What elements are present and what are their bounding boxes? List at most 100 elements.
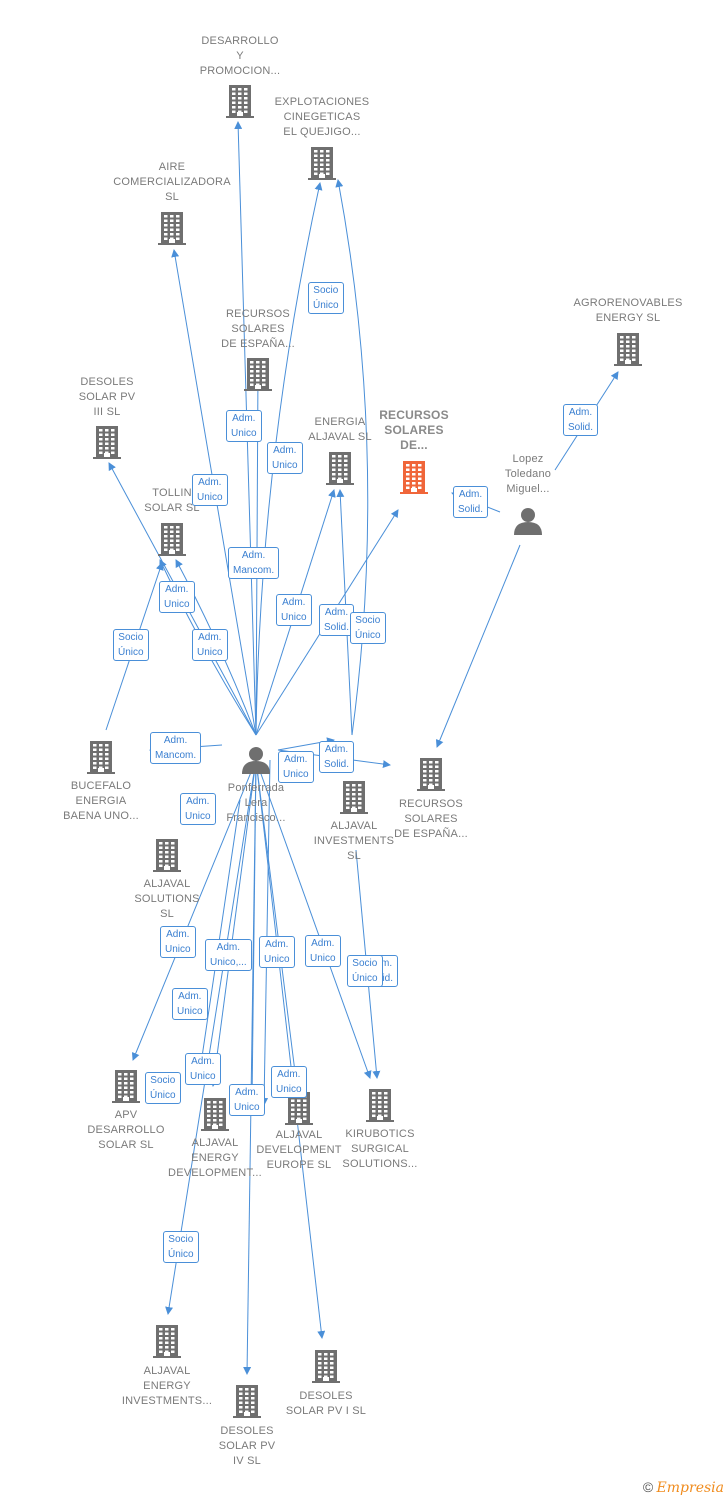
node-desarrollo[interactable]: DESARROLLO Y PROMOCION... <box>170 34 310 79</box>
building-icon[interactable] <box>285 1092 313 1125</box>
brand-logo: Empresia <box>656 1480 724 1496</box>
building-icon[interactable] <box>233 1385 261 1418</box>
node-apv[interactable]: APV DESARROLLO SOLAR SL <box>56 1108 196 1153</box>
node-label: KIRUBOTICS SURGICAL SOLUTIONS... <box>342 1128 418 1170</box>
node-agrorenovables[interactable]: AGRORENOVABLES ENERGY SL <box>558 296 698 326</box>
node-desoles4[interactable]: DESOLES SOLAR PV IV SL <box>177 1424 317 1469</box>
relation-label[interactable]: Socio Único <box>145 1072 181 1104</box>
building-icon[interactable] <box>417 758 445 791</box>
node-energia[interactable]: ENERGIA ALJAVAL SL <box>270 415 410 445</box>
building-icon[interactable] <box>153 1325 181 1358</box>
node-recursos_top[interactable]: RECURSOS SOLARES DE ESPAÑA... <box>188 307 328 352</box>
node-label: DESOLES SOLAR PV IV SL <box>218 1425 276 1467</box>
building-icon[interactable] <box>308 147 336 180</box>
building-icon[interactable] <box>614 333 642 366</box>
node-label: RECURSOS SOLARES DE ESPAÑA... <box>221 308 295 350</box>
node-label: EXPLOTACIONES CINEGETICAS EL QUEJIGO... <box>274 96 370 138</box>
relation-label[interactable]: Adm. Unico <box>185 1053 221 1085</box>
node-label: Ponferrada Lera Francisco... <box>226 782 286 824</box>
node-aljaval_energy_dev[interactable]: ALJAVAL ENERGY DEVELOPMENT... <box>145 1136 285 1181</box>
node-desoles3[interactable]: DESOLES SOLAR PV III SL <box>37 375 177 420</box>
node-tollin[interactable]: TOLLIN SOLAR SL <box>102 486 242 516</box>
relation-label[interactable]: Adm. Unico <box>271 1066 307 1098</box>
relation-edge <box>248 759 257 1103</box>
relation-label[interactable]: Adm. Unico <box>192 629 228 661</box>
copyright-symbol: © <box>642 1479 654 1495</box>
node-aire[interactable]: AIRE COMERCIALIZADORA SL <box>102 160 242 205</box>
relation-label[interactable]: Adm. Mancom. <box>228 547 280 579</box>
node-recursos_focus[interactable]: RECURSOS SOLARES DE... <box>344 408 484 453</box>
node-label: DESOLES SOLAR PV III SL <box>78 376 136 418</box>
relation-label[interactable]: Socio Único <box>163 1231 199 1263</box>
building-icon[interactable] <box>201 1098 229 1131</box>
relation-edge <box>260 759 271 1106</box>
relation-label[interactable]: Adm. Unico <box>267 442 303 474</box>
relation-edge <box>255 759 372 1079</box>
building-icon[interactable] <box>366 1089 394 1122</box>
relation-label[interactable]: Adm. Unico,... <box>205 939 252 971</box>
relation-edge <box>255 759 326 1339</box>
relation-label[interactable]: Adm. Unico <box>305 935 341 967</box>
building-icon[interactable] <box>112 1070 140 1103</box>
node-label: DESOLES SOLAR PV I SL <box>285 1390 367 1417</box>
relation-edge <box>335 179 369 736</box>
node-kirubotics[interactable]: KIRUBOTICS SURGICAL SOLUTIONS... <box>310 1127 450 1172</box>
relation-edge <box>209 759 257 1087</box>
building-icon[interactable] <box>158 523 186 556</box>
relation-label[interactable]: Adm. Unico <box>192 474 228 506</box>
node-desoles1[interactable]: DESOLES SOLAR PV I SL <box>256 1389 396 1419</box>
node-label: DESARROLLO Y PROMOCION... <box>199 35 281 77</box>
node-explotaciones[interactable]: EXPLOTACIONES CINEGETICAS EL QUEJIGO... <box>252 95 392 140</box>
building-icon[interactable] <box>226 85 254 118</box>
node-recursos_right[interactable]: RECURSOS SOLARES DE ESPAÑA... <box>361 797 501 842</box>
node-label: RECURSOS SOLARES DE ESPAÑA... <box>394 798 468 840</box>
building-icon[interactable] <box>326 452 354 485</box>
node-label: ALJAVAL INVESTMENTS SL <box>313 820 395 862</box>
relation-label[interactable]: Adm. Unico <box>278 751 314 783</box>
building-icon[interactable] <box>87 741 115 774</box>
brand-footer[interactable]: © Empresia <box>643 1479 724 1496</box>
relation-label[interactable]: Adm. Unico <box>276 594 312 626</box>
node-aljaval_energy_inv[interactable]: ALJAVAL ENERGY INVESTMENTS... <box>97 1364 237 1409</box>
node-aljaval_sol[interactable]: ALJAVAL SOLUTIONS SL <box>97 877 237 922</box>
relation-label[interactable]: Adm. Unico <box>172 988 208 1020</box>
relation-label[interactable]: Adm. Solid. <box>563 404 599 436</box>
relation-label[interactable]: Adm. Unico <box>159 581 195 613</box>
relation-label[interactable]: Socio Único <box>350 612 386 644</box>
node-lopez[interactable]: Lopez Toledano Miguel... <box>458 452 598 497</box>
node-bucefalo[interactable]: BUCEFALO ENERGIA BAENA UNO... <box>31 779 171 824</box>
building-icon[interactable] <box>244 358 272 391</box>
relation-label[interactable]: Socio Único <box>113 629 149 661</box>
relation-label[interactable]: Socio Único <box>347 955 383 987</box>
relation-label[interactable]: Adm. Unico <box>160 926 196 958</box>
person-icon[interactable] <box>514 508 542 535</box>
relation-label[interactable]: Adm. Solid. <box>453 486 489 518</box>
node-label: TOLLIN SOLAR SL <box>144 487 200 514</box>
focus-building-icon[interactable] <box>400 461 428 494</box>
relation-label[interactable]: Adm. Unico <box>226 410 262 442</box>
building-icon[interactable] <box>158 212 186 245</box>
node-ponferrada[interactable]: Ponferrada Lera Francisco... <box>186 781 326 826</box>
relation-label[interactable]: Socio Único <box>308 282 344 314</box>
node-label: APV DESARROLLO SOLAR SL <box>87 1109 165 1151</box>
node-aljaval_inv[interactable]: ALJAVAL INVESTMENTS SL <box>284 819 424 864</box>
relation-label[interactable]: Adm. Unico <box>229 1084 265 1116</box>
node-aljaval_dev_europe[interactable]: ALJAVAL DEVELOPMENT EUROPE SL <box>229 1128 369 1173</box>
node-label: ALJAVAL SOLUTIONS SL <box>134 878 200 920</box>
person-icon[interactable] <box>242 747 270 774</box>
relation-label[interactable]: Adm. Unico <box>180 793 216 825</box>
node-label: ALJAVAL ENERGY INVESTMENTS... <box>121 1365 213 1407</box>
building-icon[interactable] <box>93 426 121 459</box>
node-label: ALJAVAL DEVELOPMENT EUROPE SL <box>256 1129 342 1171</box>
relation-label[interactable]: Adm. Mancom. <box>150 732 202 764</box>
relation-edge <box>435 544 521 748</box>
relation-label[interactable]: Adm. Solid. <box>319 604 355 636</box>
building-icon[interactable] <box>340 781 368 814</box>
node-label: ALJAVAL ENERGY DEVELOPMENT... <box>168 1137 262 1179</box>
relation-label[interactable]: Adm. Solid. <box>319 741 355 773</box>
relation-label[interactable]: Adm. Unico <box>259 936 295 968</box>
building-icon[interactable] <box>312 1350 340 1383</box>
building-icon[interactable] <box>153 839 181 872</box>
node-label: AIRE COMERCIALIZADORA SL <box>113 161 231 203</box>
